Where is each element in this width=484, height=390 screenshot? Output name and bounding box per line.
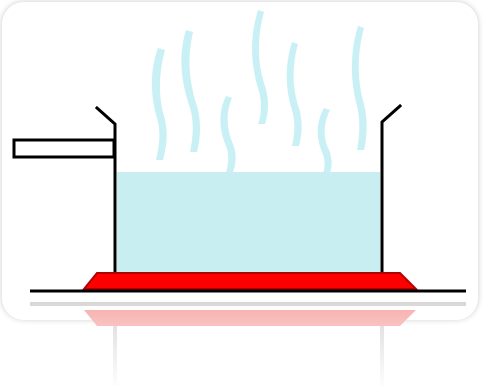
steam-wisp bbox=[152, 48, 167, 160]
steam-wisp bbox=[352, 26, 367, 150]
pot-left-wall bbox=[97, 108, 115, 274]
steam-wisp bbox=[220, 96, 235, 172]
reflection bbox=[0, 300, 484, 390]
steam-wisp bbox=[181, 30, 200, 152]
steam-wisp bbox=[318, 108, 332, 176]
steam-wisp bbox=[287, 42, 302, 146]
steam-wisp bbox=[252, 10, 268, 124]
burner bbox=[84, 273, 416, 289]
water bbox=[117, 172, 380, 274]
pot-right-wall bbox=[382, 106, 400, 274]
reflection-fade bbox=[0, 300, 484, 390]
pot-handle bbox=[14, 140, 114, 157]
steam bbox=[152, 10, 367, 176]
